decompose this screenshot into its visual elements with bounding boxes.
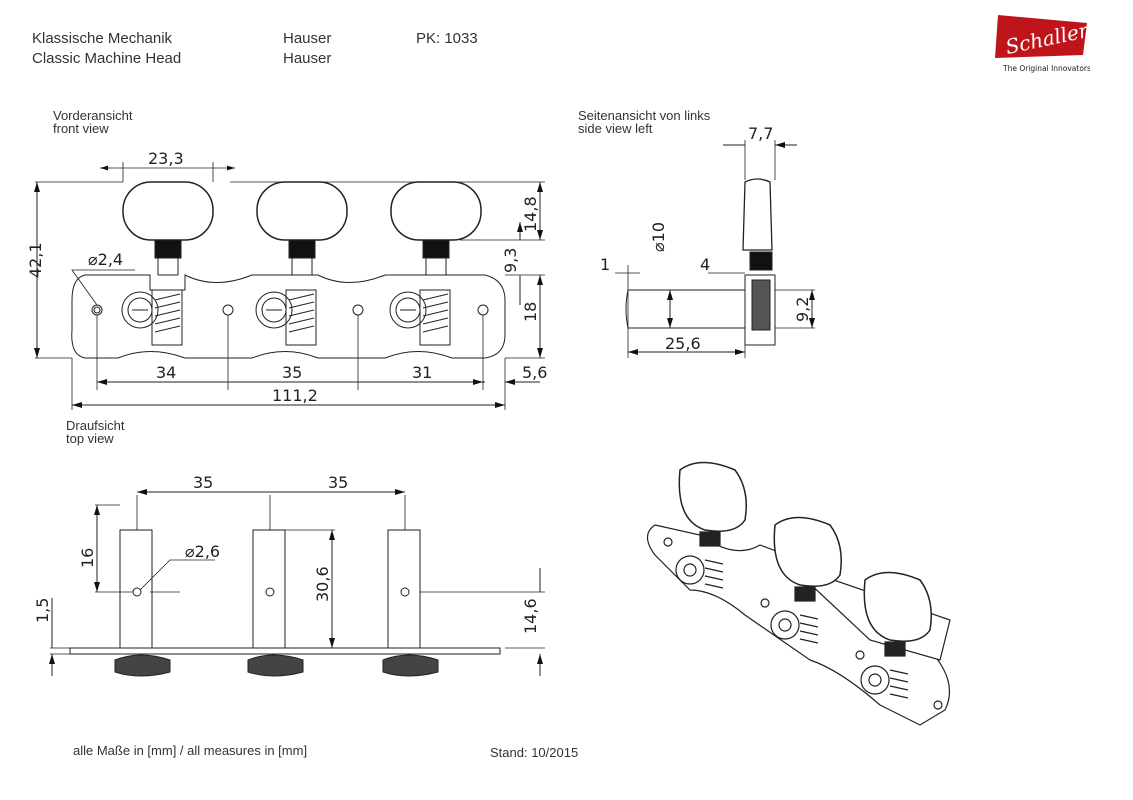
- dim-post-height: 30,6: [313, 566, 332, 602]
- top-view-drawing: [50, 492, 545, 677]
- dim-hole-height: 14,6: [521, 598, 540, 634]
- part-number: PK: 1033: [416, 30, 478, 47]
- dim-spacing-34: 34: [156, 363, 176, 382]
- dim-spacing-31: 31: [412, 363, 432, 382]
- side-view-drawing: [615, 140, 815, 358]
- top-view-label-en: top view: [66, 431, 114, 446]
- front-view-drawing: [34, 162, 545, 410]
- model-de: Hauser: [283, 30, 332, 47]
- dim-button-height: 14,8: [521, 196, 540, 232]
- title-de: Klassische Mechanik: [32, 30, 173, 47]
- front-view-label-en: front view: [53, 121, 109, 136]
- dim-housing: 9,2: [793, 297, 812, 322]
- dim-plate-height: 18: [521, 302, 540, 322]
- side-view-label-de: Seitenansicht von links: [578, 108, 711, 123]
- model-en: Hauser: [283, 50, 332, 67]
- dim-top-hole-dia: ⌀2,6: [185, 542, 220, 561]
- dim-shaft-length: 25,6: [665, 334, 701, 353]
- revision-date: Stand: 10/2015: [490, 745, 579, 760]
- side-view-label-en: side view left: [578, 121, 653, 136]
- dim-edge: 5,6: [522, 363, 547, 382]
- title-en: Classic Machine Head: [32, 50, 182, 67]
- dim-offset-4: 4: [700, 255, 710, 274]
- dim-top-spacing-1: 35: [193, 473, 213, 492]
- dim-button-thickness: 7,7: [748, 124, 773, 143]
- isometric-view-drawing: [646, 461, 951, 726]
- dim-offset-1: 1: [600, 255, 610, 274]
- dim-total-height: 42,1: [26, 242, 45, 278]
- dim-stem: 9,3: [501, 248, 520, 273]
- dim-hole-dia-front: ⌀2,4: [88, 250, 123, 269]
- dim-top-spacing-2: 35: [328, 473, 348, 492]
- dim-hole-pos: 16: [78, 548, 97, 568]
- dim-shaft-dia: ⌀10: [649, 222, 668, 252]
- schaller-logo: Schaller The Original Innovators: [995, 15, 1092, 75]
- top-view-label-de: Draufsicht: [66, 418, 125, 433]
- dim-plate-thickness: 1,5: [33, 598, 52, 623]
- front-view-label-de: Vorderansicht: [53, 108, 133, 123]
- dim-total-length: 111,2: [272, 386, 318, 405]
- svg-text:The Original Innovators: The Original Innovators: [1002, 64, 1090, 73]
- units-note: alle Maße in [mm] / all measures in [mm]: [73, 743, 308, 758]
- dim-button-width: 23,3: [148, 149, 184, 168]
- dim-spacing-35: 35: [282, 363, 302, 382]
